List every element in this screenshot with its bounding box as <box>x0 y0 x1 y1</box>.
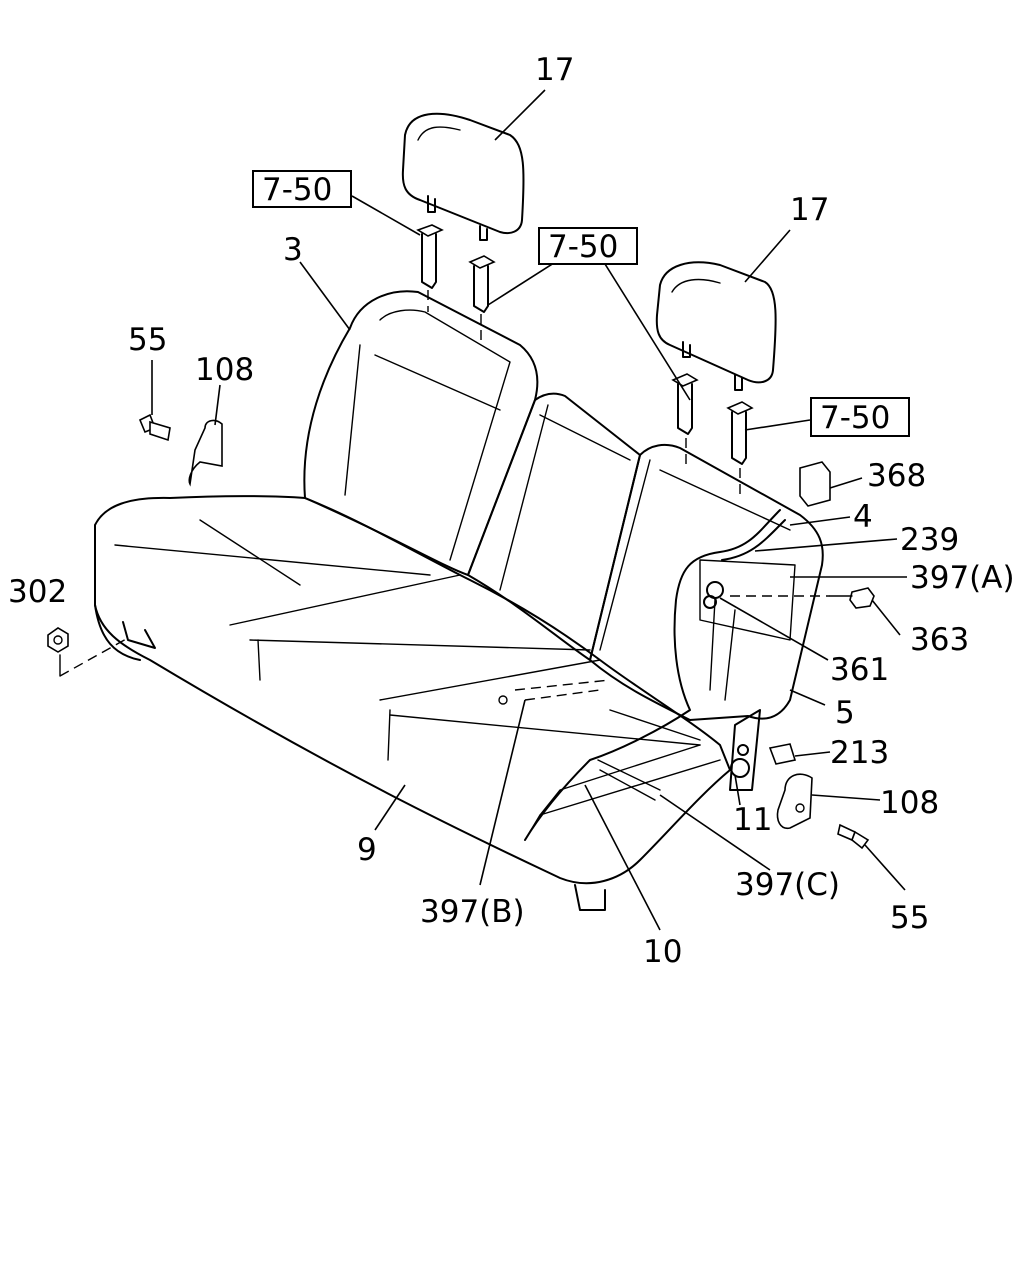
headrest-left <box>401 112 525 340</box>
callout-box-7-50-left <box>252 170 352 208</box>
callout-302: 302 <box>8 574 67 610</box>
callout-5: 5 <box>835 695 855 731</box>
callout-7-50-middle: 7-50 <box>548 229 618 265</box>
nut-302 <box>47 627 129 677</box>
callout-397b: 397(B) <box>420 894 525 930</box>
cover-108-left <box>188 419 223 487</box>
seat-cushion <box>94 495 731 911</box>
callout-7-50-right: 7-50 <box>820 400 890 436</box>
callout-4: 4 <box>853 499 873 535</box>
callout-108-left: 108 <box>195 352 254 388</box>
screw-55-right <box>837 823 870 850</box>
bolt-363 <box>730 587 875 609</box>
callout-box-7-50-middle <box>538 227 638 265</box>
callout-397a: 397(A) <box>910 560 1015 596</box>
callout-213: 213 <box>830 735 889 771</box>
cap-213 <box>768 743 797 765</box>
callout-239: 239 <box>900 522 959 558</box>
belt-assembly <box>498 509 796 841</box>
callout-17-left: 17 <box>535 52 574 88</box>
callout-397c: 397(C) <box>735 867 840 903</box>
callout-3: 3 <box>283 232 303 268</box>
callout-361: 361 <box>830 652 889 688</box>
leader-lines <box>151 89 907 931</box>
callout-108-right: 108 <box>880 785 939 821</box>
callout-7-50-left: 7-50 <box>262 172 332 208</box>
seat-back <box>303 290 824 721</box>
callout-368: 368 <box>867 458 926 494</box>
pad-368 <box>799 461 831 507</box>
cover-108-right <box>776 773 813 830</box>
callout-55-right: 55 <box>890 900 929 936</box>
callout-9: 9 <box>357 832 377 868</box>
callout-55-left: 55 <box>128 322 167 358</box>
callout-17-right: 17 <box>790 192 829 228</box>
callout-labels: 17 17 7-50 7-50 7-50 3 55 108 368 4 239 … <box>8 52 1015 970</box>
callout-363: 363 <box>910 622 969 658</box>
screw-55-left <box>138 413 171 442</box>
callout-box-7-50-right <box>810 397 910 437</box>
headrest-right <box>655 261 777 495</box>
callout-11: 11 <box>733 802 772 838</box>
callout-10: 10 <box>643 934 682 970</box>
